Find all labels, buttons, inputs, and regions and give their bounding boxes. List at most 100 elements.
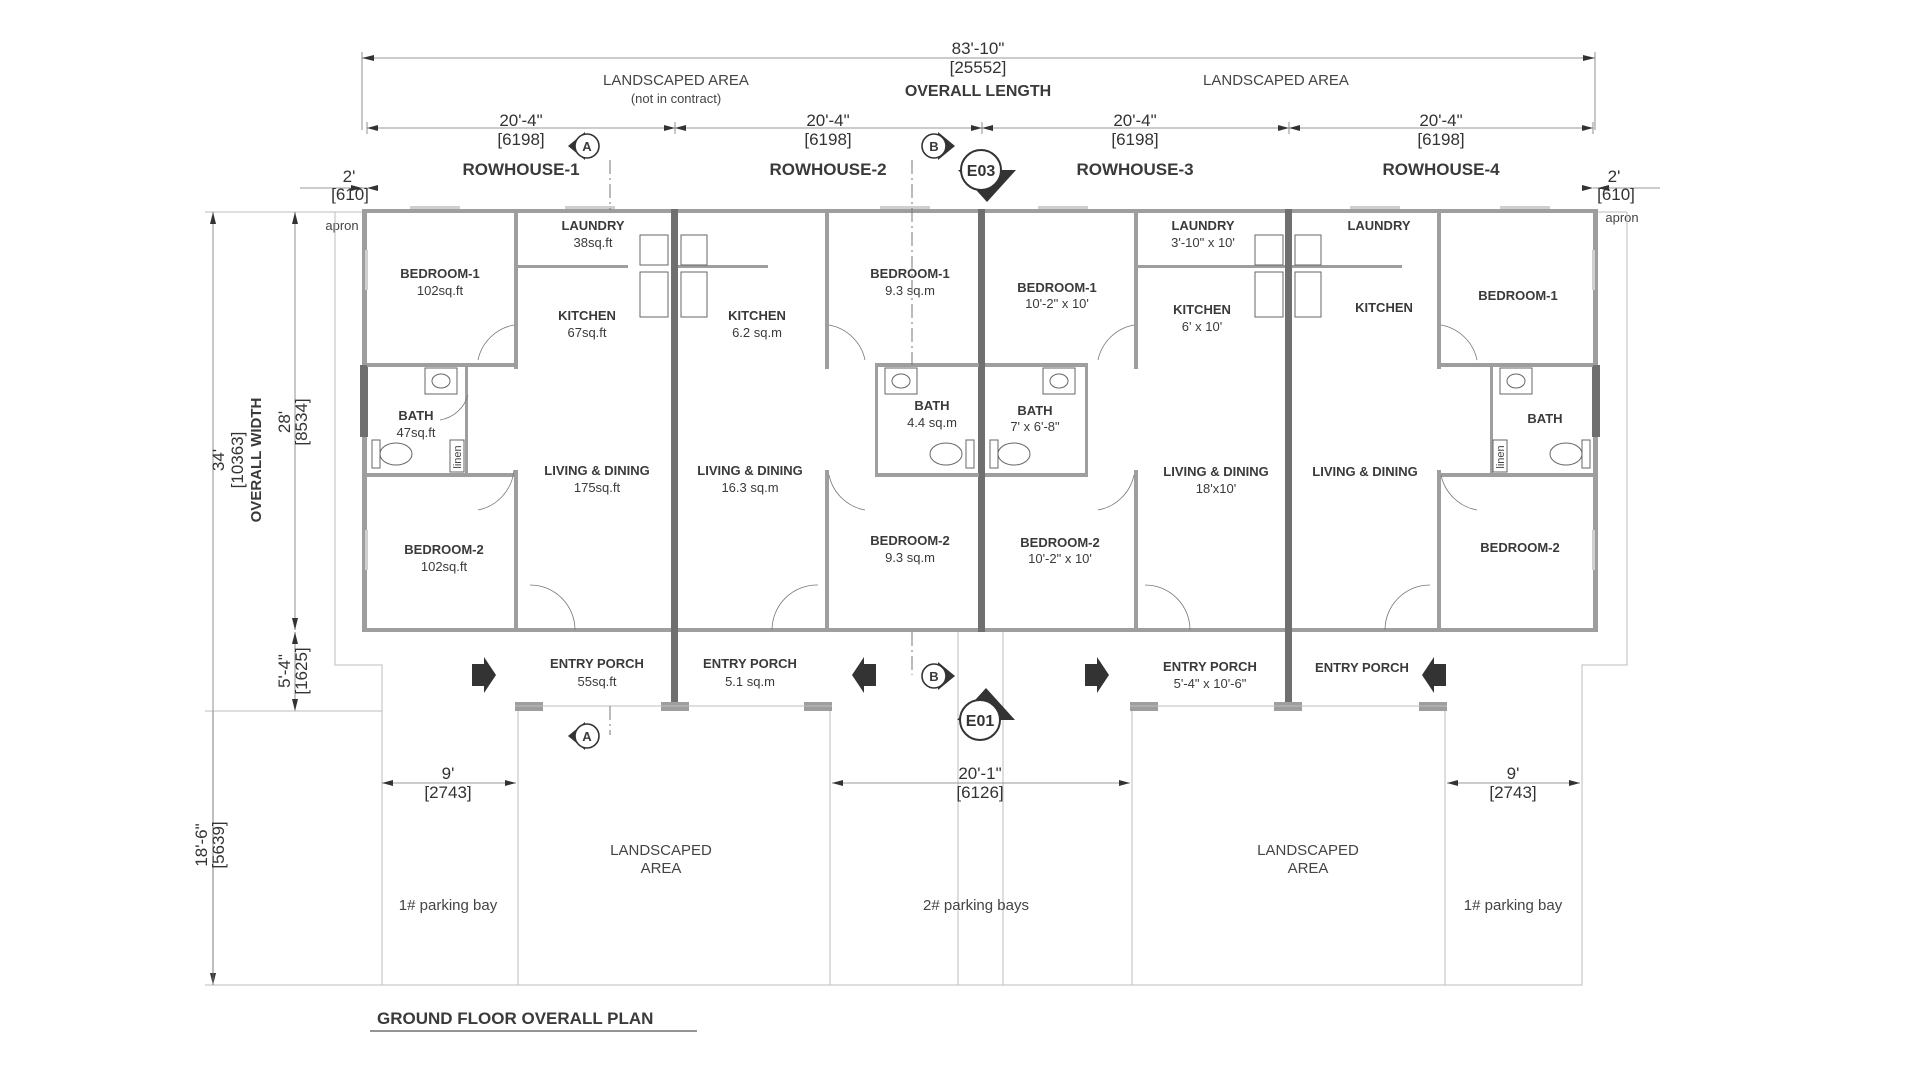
apron-dimension-right: 2' [610] apron xyxy=(1582,167,1660,225)
rowhouse-4-rooms: LAUNDRY KITCHEN LIVING & DINING BEDROOM-… xyxy=(1312,218,1562,675)
room-area: 55sq.ft xyxy=(577,674,616,689)
room-name: BEDROOM-1 xyxy=(1017,280,1096,295)
room-area: 175sq.ft xyxy=(574,480,621,495)
parking-right-label: 1# parking bay xyxy=(1464,897,1563,914)
apron-dimension-left: 2' [610] apron xyxy=(300,167,378,233)
room-name: ENTRY PORCH xyxy=(703,656,797,671)
parking-left-label: 1# parking bay xyxy=(399,897,498,914)
parking-left-ft: 9' xyxy=(442,764,455,783)
section-marker-b-bottom[interactable]: B xyxy=(921,662,955,690)
linen-label-rh1: linen xyxy=(452,445,464,468)
rowhouse-3-rooms: BEDROOM-1 10'-2" x 10' BATH 7' x 6'-8" B… xyxy=(1010,218,1268,691)
room-area: 9.3 sq.m xyxy=(885,550,935,565)
parking-left-mm: [2743] xyxy=(424,783,471,802)
landscaped-area-right-line2: AREA xyxy=(1288,860,1329,877)
apron-left-ft: 2' xyxy=(343,167,356,186)
room-area: 6.2 sq.m xyxy=(732,325,782,340)
top-landscaped-right: LANDSCAPED AREA xyxy=(1203,72,1349,89)
room-name: BEDROOM-2 xyxy=(1480,540,1559,555)
room-area: 3'-10" x 10' xyxy=(1171,235,1235,250)
room-name: KITCHEN xyxy=(728,308,786,323)
parking-depth-mm: [5639] xyxy=(209,821,228,868)
section-marker-b-top[interactable]: B xyxy=(921,132,955,160)
house-depth-ft: 28' xyxy=(275,411,294,433)
plumbing-fixtures xyxy=(371,234,1591,473)
top-landscaped-left: LANDSCAPED AREA xyxy=(603,72,749,89)
room-name: KITCHEN xyxy=(1355,300,1413,315)
room-name: LAUNDRY xyxy=(1171,218,1234,233)
unit1-dim-ft: 20'-4" xyxy=(499,111,542,130)
room-name: ENTRY PORCH xyxy=(550,656,644,671)
elevation-marker-e03[interactable]: E03 xyxy=(958,149,1016,202)
porch-posts xyxy=(515,702,1447,711)
room-area: 16.3 sq.m xyxy=(721,480,778,495)
porch-depth-dimension: 5'-4" [1625] xyxy=(205,632,382,712)
room-area: 47sq.ft xyxy=(396,425,435,440)
landscaped-area-left-line2: AREA xyxy=(641,860,682,877)
elevation-e03-label: E03 xyxy=(967,163,996,180)
door-swings xyxy=(439,324,1478,631)
interior-partitions xyxy=(367,209,1593,632)
site-outline xyxy=(205,211,1628,986)
section-b-label: B xyxy=(929,669,938,684)
rowhouse-3-title: ROWHOUSE-3 xyxy=(1076,160,1193,179)
room-area: 18'x10' xyxy=(1196,481,1236,496)
room-name: LIVING & DINING xyxy=(697,463,802,478)
porch-depth-mm: [1625] xyxy=(292,647,311,694)
windows xyxy=(365,206,1595,570)
rowhouse-4-title: ROWHOUSE-4 xyxy=(1382,160,1500,179)
unit2-dim-ft: 20'-4" xyxy=(806,111,849,130)
room-name: ENTRY PORCH xyxy=(1315,660,1409,675)
overall-length-dimension: 83'-10" [25552] OVERALL LENGTH xyxy=(361,39,1596,130)
house-depth-mm: [8534] xyxy=(292,398,311,445)
top-landscaped-left-note: (not in contract) xyxy=(631,91,721,106)
house-depth-dimension: 28' [8534] xyxy=(275,212,311,630)
room-name: ENTRY PORCH xyxy=(1163,659,1257,674)
room-name: BATH xyxy=(1527,411,1562,426)
room-name: LIVING & DINING xyxy=(544,463,649,478)
section-marker-a-bottom[interactable]: A xyxy=(568,722,600,750)
entry-arrow-left-icon xyxy=(1422,657,1446,693)
overall-length-ft: 83'-10" xyxy=(952,39,1005,58)
elevation-marker-e01[interactable]: E01 xyxy=(957,688,1015,741)
room-name: BATH xyxy=(1017,403,1052,418)
parking-dimensions: 9' [2743] 20'-1" [6126] 9' [2743] xyxy=(382,764,1580,802)
room-name: BEDROOM-1 xyxy=(1478,288,1557,303)
apron-left-label: apron xyxy=(325,218,358,233)
room-area: 5.1 sq.m xyxy=(725,674,775,689)
unit2-dim-mm: [6198] xyxy=(804,130,851,149)
parking-center-mm: [6126] xyxy=(956,783,1003,802)
parking-lines xyxy=(381,632,1583,985)
unit3-dim-ft: 20'-4" xyxy=(1113,111,1156,130)
section-a-label: A xyxy=(582,729,592,744)
parking-center-label: 2# parking bays xyxy=(923,897,1029,914)
elevation-e01-label: E01 xyxy=(966,713,995,730)
room-name: BEDROOM-2 xyxy=(870,533,949,548)
room-name: BEDROOM-2 xyxy=(404,542,483,557)
overall-width-ft: 34' xyxy=(209,449,228,471)
plan-title: GROUND FLOOR OVERALL PLAN xyxy=(370,1009,697,1032)
unit-dimensions: 20'-4" [6198] 20'-4" [6198] 20'-4" [6198… xyxy=(366,111,1594,149)
room-name: BATH xyxy=(914,398,949,413)
apron-right-label: apron xyxy=(1605,210,1638,225)
landscaped-area-right-line1: LANDSCAPED xyxy=(1257,842,1359,859)
room-name: BEDROOM-2 xyxy=(1020,535,1099,550)
unit3-dim-mm: [6198] xyxy=(1111,130,1158,149)
overall-length-mm: [25552] xyxy=(950,58,1007,77)
parking-right-ft: 9' xyxy=(1507,764,1520,783)
room-name: LAUNDRY xyxy=(561,218,624,233)
entry-arrow-left-icon xyxy=(852,657,876,693)
exterior-walls xyxy=(360,209,1600,709)
section-marker-a-top[interactable]: A xyxy=(568,132,600,160)
overall-width-label: OVERALL WIDTH xyxy=(248,398,265,523)
room-area: 9.3 sq.m xyxy=(885,283,935,298)
overall-length-label: OVERALL LENGTH xyxy=(905,83,1051,100)
room-area: 10'-2" x 10' xyxy=(1025,296,1089,311)
rowhouse-2-rooms: KITCHEN 6.2 sq.m LIVING & DINING 16.3 sq… xyxy=(697,266,957,689)
landscaped-area-left-line1: LANDSCAPED xyxy=(610,842,712,859)
room-name: LIVING & DINING xyxy=(1312,464,1417,479)
porch-depth-ft: 5'-4" xyxy=(275,654,294,688)
room-name: KITCHEN xyxy=(558,308,616,323)
room-area: 38sq.ft xyxy=(573,235,612,250)
